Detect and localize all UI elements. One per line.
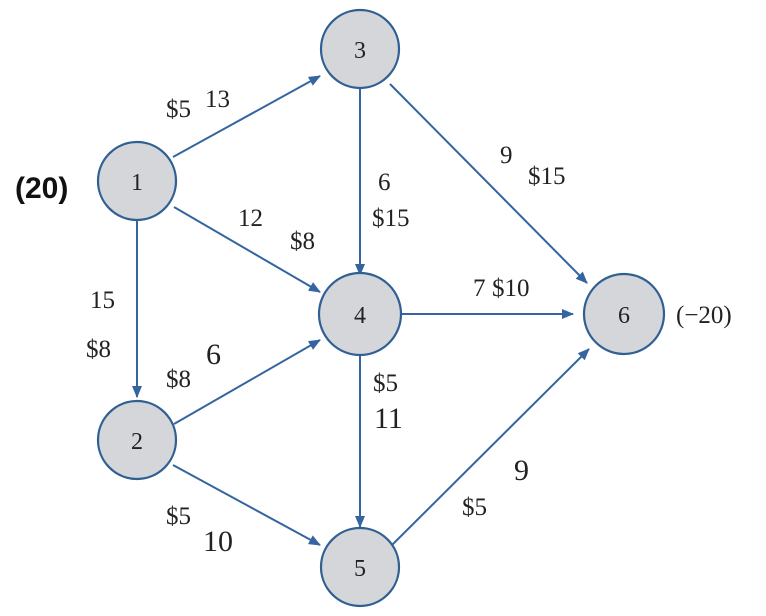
edge-1-3 [172, 75, 321, 158]
edge-2-4-cost: $8 [166, 366, 191, 393]
edge-2-5-cost: $5 [166, 503, 191, 530]
edge-5-6-cost: $5 [462, 494, 487, 521]
node-1: 1 [96, 140, 178, 222]
edge-2-4-capacity: 6 [206, 338, 221, 371]
edge-2-5 [172, 464, 321, 546]
edge-5-6-capacity: 9 [514, 454, 529, 487]
edge-3-6 [389, 83, 588, 284]
node-4-label: 4 [354, 303, 366, 329]
edge-4-6-capacity: 7 [473, 275, 486, 302]
edge-3-4-cost: $15 [372, 205, 410, 232]
node-6-label: 6 [618, 303, 630, 329]
edge-2-5-capacity: 10 [203, 525, 233, 558]
edge-5-6 [391, 348, 590, 546]
demand-node-6: (−20) [676, 302, 732, 329]
edge-4-6-cost: $10 [492, 275, 530, 302]
edge-1-4-capacity: 12 [238, 205, 263, 232]
edge-2-4 [173, 339, 321, 425]
edge-1-3-cost: $5 [166, 96, 191, 123]
node-2-label: 2 [131, 429, 143, 455]
node-1-label: 1 [131, 170, 143, 196]
node-4: 4 [317, 271, 403, 357]
edge-1-4 [173, 206, 321, 293]
edge-1-2-capacity: 15 [90, 287, 115, 314]
edge-3-6-capacity: 9 [500, 142, 513, 169]
edge-4-5-cost: $5 [373, 370, 398, 397]
edge-1-4-cost: $8 [290, 228, 315, 255]
supply-node-1: (20) [15, 172, 68, 205]
edge-1-2-cost: $8 [86, 336, 111, 363]
node-3-label: 3 [354, 38, 366, 64]
edge-1-3-capacity: 13 [205, 86, 230, 113]
node-3: 3 [319, 8, 401, 90]
edge-3-4-capacity: 6 [378, 169, 391, 196]
node-6: 6 [582, 272, 666, 356]
edge-3-6-cost: $15 [528, 163, 566, 190]
node-5: 5 [319, 526, 401, 608]
edge-4-5-capacity: 11 [374, 402, 403, 435]
node-5-label: 5 [354, 556, 366, 582]
node-2: 2 [96, 399, 178, 481]
